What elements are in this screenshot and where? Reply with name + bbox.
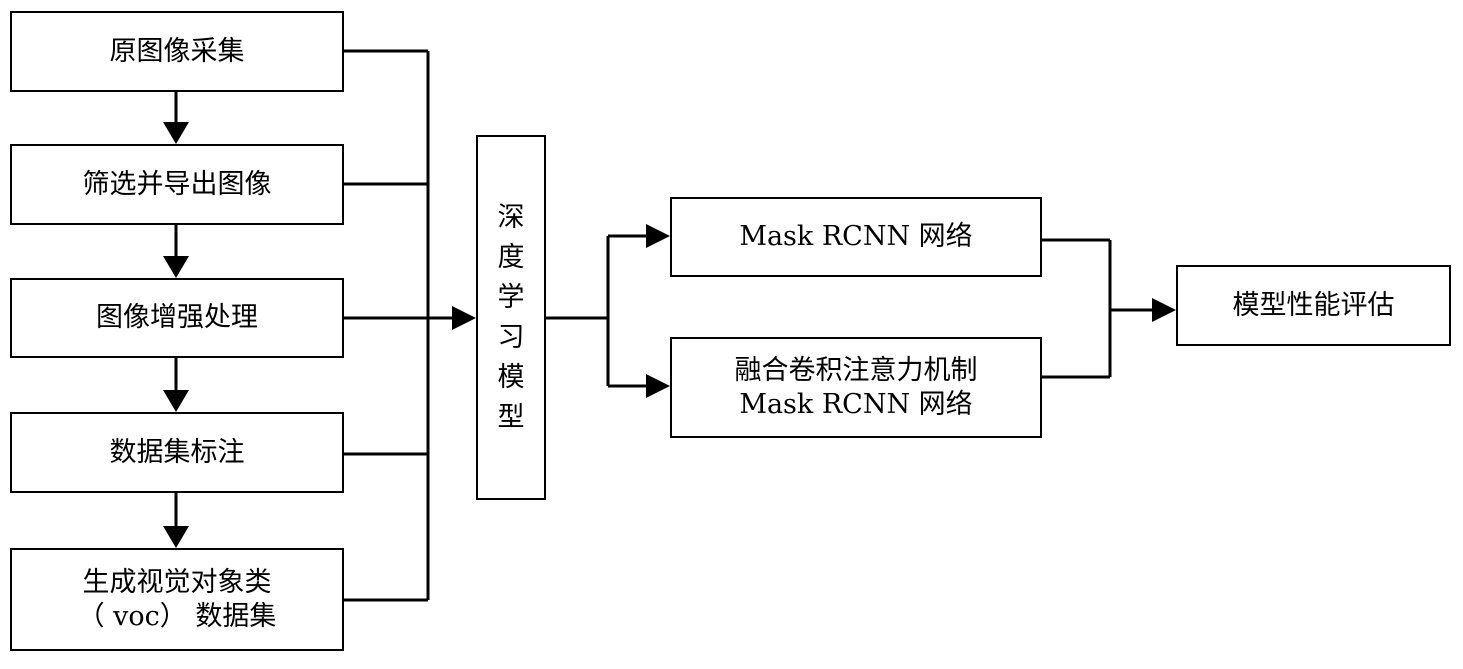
model-char: 模 (497, 361, 525, 393)
model-char: 型 (497, 401, 525, 433)
model-char: 学 (497, 281, 525, 313)
arrowhead-model (452, 306, 476, 330)
model-char: 深 (497, 201, 525, 233)
arrowhead-step3 (163, 256, 189, 278)
evaluation-label: 模型性能评估 (1232, 289, 1395, 321)
step-label-line1: 生成视觉对象类 (82, 566, 272, 598)
arrowhead-evaluation (1152, 298, 1176, 322)
network-label-line1: 融合卷积注意力机制 (734, 354, 978, 386)
network-box-mask-rcnn: Mask RCNN 网络 (670, 197, 1042, 277)
step-label: 数据集标注 (109, 436, 245, 468)
step-box-filter-export: 筛选并导出图像 (10, 144, 344, 225)
network-label: Mask RCNN 网络 (739, 221, 973, 252)
arrowhead-network1 (646, 224, 670, 248)
step-box-image-enhancement: 图像增强处理 (10, 278, 344, 358)
network-box-attention-mask-rcnn: 融合卷积注意力机制 Mask RCNN 网络 (670, 337, 1042, 438)
model-char: 度 (497, 241, 525, 273)
evaluation-box: 模型性能评估 (1176, 265, 1451, 346)
step-label-line2: （ voc） 数据集 (77, 600, 277, 632)
step-label: 原图像采集 (109, 35, 245, 67)
step-box-generate-voc: 生成视觉对象类 （ voc） 数据集 (10, 548, 344, 651)
deep-learning-model-box: 深 度 学 习 模 型 (476, 135, 546, 500)
step-box-dataset-annotation: 数据集标注 (10, 412, 344, 493)
step-label: 筛选并导出图像 (82, 168, 272, 200)
arrowhead-step2 (163, 122, 189, 144)
arrowhead-network2 (646, 374, 670, 398)
step-label: 图像增强处理 (96, 302, 258, 333)
model-char: 习 (497, 321, 525, 353)
step-box-image-collection: 原图像采集 (10, 11, 344, 92)
arrowhead-step5 (163, 526, 189, 548)
network-label-line2: Mask RCNN 网络 (739, 388, 973, 420)
arrowhead-step4 (163, 390, 189, 412)
